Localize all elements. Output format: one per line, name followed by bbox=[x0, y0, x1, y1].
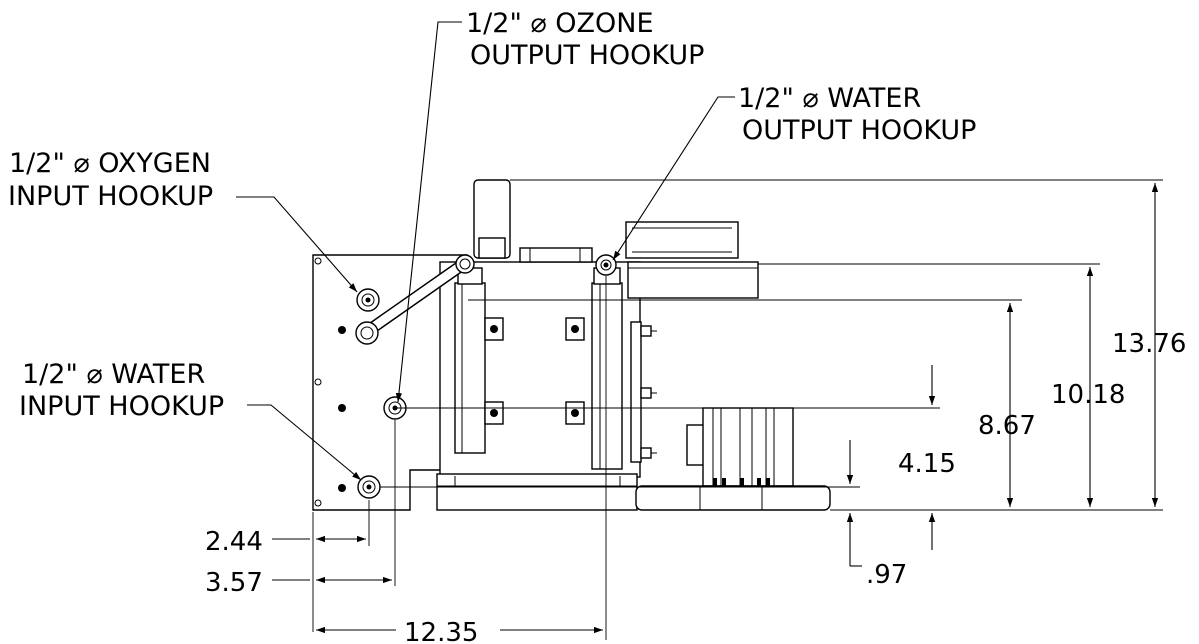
dimension-lines bbox=[272, 183, 1159, 634]
ozone-generator-body bbox=[312, 179, 831, 511]
callout-water-output: 1/2" ⌀ WATER OUTPUT HOOKUP bbox=[738, 83, 976, 146]
base-platform bbox=[635, 485, 831, 511]
callout-ozone-output: 1/2" ⌀ OZONE OUTPUT HOOKUP bbox=[466, 8, 704, 71]
ozone-fitting-lower bbox=[355, 321, 379, 345]
dimension-0-97: .97 bbox=[866, 560, 907, 590]
dimension-3-57: 3.57 bbox=[205, 568, 263, 598]
ozone-callout-line2: OUTPUT HOOKUP bbox=[470, 40, 704, 71]
transformer bbox=[702, 407, 794, 487]
plate-hole bbox=[314, 378, 322, 386]
bottom-fitting bbox=[357, 475, 381, 499]
ozone-callout-line1: 1/2" ⌀ OZONE bbox=[466, 8, 654, 39]
dimension-2-44: 2.44 bbox=[205, 527, 263, 557]
oxygen-callout-line1: 1/2" ⌀ OXYGEN bbox=[9, 148, 211, 179]
dimension-8-67: 8.67 bbox=[978, 411, 1036, 441]
upper-right-shelf bbox=[627, 261, 759, 299]
ozone-output-fitting bbox=[455, 254, 475, 274]
plate-bolt bbox=[338, 404, 346, 412]
left-reactor-tube bbox=[454, 282, 486, 454]
right-reactor-tube bbox=[591, 282, 623, 470]
water-input-leader bbox=[247, 404, 362, 481]
water-input-callout-line2: INPUT HOOKUP bbox=[19, 391, 224, 422]
callout-water-input: 1/2" ⌀ WATER INPUT HOOKUP bbox=[19, 359, 224, 422]
extension-lines bbox=[312, 179, 1163, 640]
plate-hole bbox=[314, 257, 322, 265]
side-rail bbox=[630, 321, 642, 463]
plate-bolt bbox=[338, 484, 346, 492]
water-output-leader bbox=[612, 96, 735, 261]
water-output-callout-line2: OUTPUT HOOKUP bbox=[742, 115, 976, 146]
ozone-leader bbox=[395, 21, 462, 403]
plate-bolt bbox=[338, 326, 346, 334]
oxygen-callout-line2: INPUT HOOKUP bbox=[8, 181, 213, 212]
dimension-13-76: 13.76 bbox=[1112, 329, 1186, 359]
top-bracket bbox=[519, 247, 593, 263]
sensor-base bbox=[478, 237, 506, 259]
dimension-12-35: 12.35 bbox=[404, 618, 478, 644]
plate-hole bbox=[314, 499, 322, 507]
upper-control-box bbox=[625, 221, 739, 259]
water-input-callout-line1: 1/2" ⌀ WATER bbox=[22, 359, 205, 390]
water-output-callout-line1: 1/2" ⌀ WATER bbox=[738, 83, 921, 114]
transformer-core bbox=[686, 424, 706, 466]
base-frame bbox=[436, 473, 638, 511]
oxygen-input-fitting bbox=[356, 288, 380, 312]
water-output-fitting bbox=[595, 254, 617, 276]
callout-oxygen-input: 1/2" ⌀ OXYGEN INPUT HOOKUP bbox=[8, 148, 213, 212]
dimension-4-15: 4.15 bbox=[898, 449, 956, 479]
water-input-fitting bbox=[383, 396, 407, 420]
oxygen-leader bbox=[236, 196, 358, 293]
dimension-10-18: 10.18 bbox=[1051, 380, 1125, 410]
leader-lines bbox=[236, 21, 735, 481]
